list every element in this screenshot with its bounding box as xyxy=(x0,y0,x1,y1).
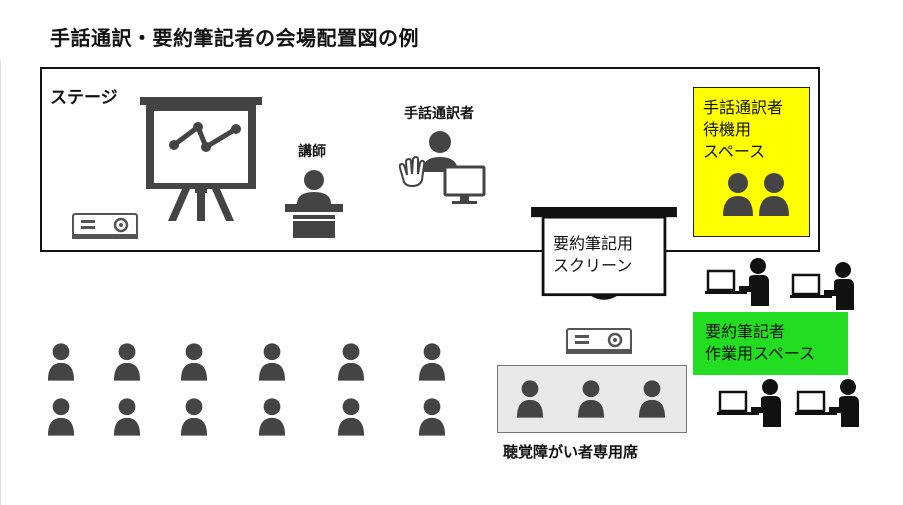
person-icon xyxy=(337,343,365,381)
page-edge-line xyxy=(0,60,1,505)
person-icon xyxy=(418,398,446,436)
summary-screen-icon xyxy=(531,207,677,300)
waiting-persons-icon xyxy=(723,173,789,216)
screen-label: 要約筆記用 スクリーン xyxy=(553,234,634,275)
person-icon xyxy=(638,380,666,418)
person-icon xyxy=(337,398,365,436)
reserved-seat-label: 聴覚障がい者専用席 xyxy=(503,443,639,461)
sign-interpreter-icon xyxy=(398,131,486,204)
work-space-label: 要約筆記者 作業用スペース xyxy=(705,322,816,363)
person-icon xyxy=(47,343,75,381)
stage-area xyxy=(40,67,820,252)
writer-work-space xyxy=(693,312,848,375)
page-title: 手話通訳・要約筆記者の会場配置図の例 xyxy=(50,26,419,50)
lecturer-podium-icon xyxy=(285,170,343,238)
projector-icon xyxy=(566,328,632,354)
writer-laptop-icon xyxy=(795,379,859,427)
interpreter-label: 手話通訳者 xyxy=(404,106,474,122)
person-icon xyxy=(577,380,605,418)
writer-laptop-icon xyxy=(790,262,854,310)
person-icon xyxy=(516,380,544,418)
person-icon xyxy=(180,398,208,436)
person-icon xyxy=(418,343,446,381)
stage-label: ステージ xyxy=(50,88,118,108)
lecturer-label: 講師 xyxy=(298,144,326,160)
waiting-space-label: 手話通訳者 待機用 スペース xyxy=(703,98,784,161)
person-icon xyxy=(180,343,208,381)
writer-laptop-icon xyxy=(717,379,781,427)
person-icon xyxy=(113,398,141,436)
writer-laptop-icon xyxy=(705,258,769,306)
reserved-seat-area xyxy=(497,365,687,433)
person-icon xyxy=(47,398,75,436)
projector-icon xyxy=(72,213,138,239)
person-icon xyxy=(113,343,141,381)
presentation-board-icon xyxy=(140,97,262,221)
person-icon xyxy=(258,343,286,381)
person-icon xyxy=(258,398,286,436)
